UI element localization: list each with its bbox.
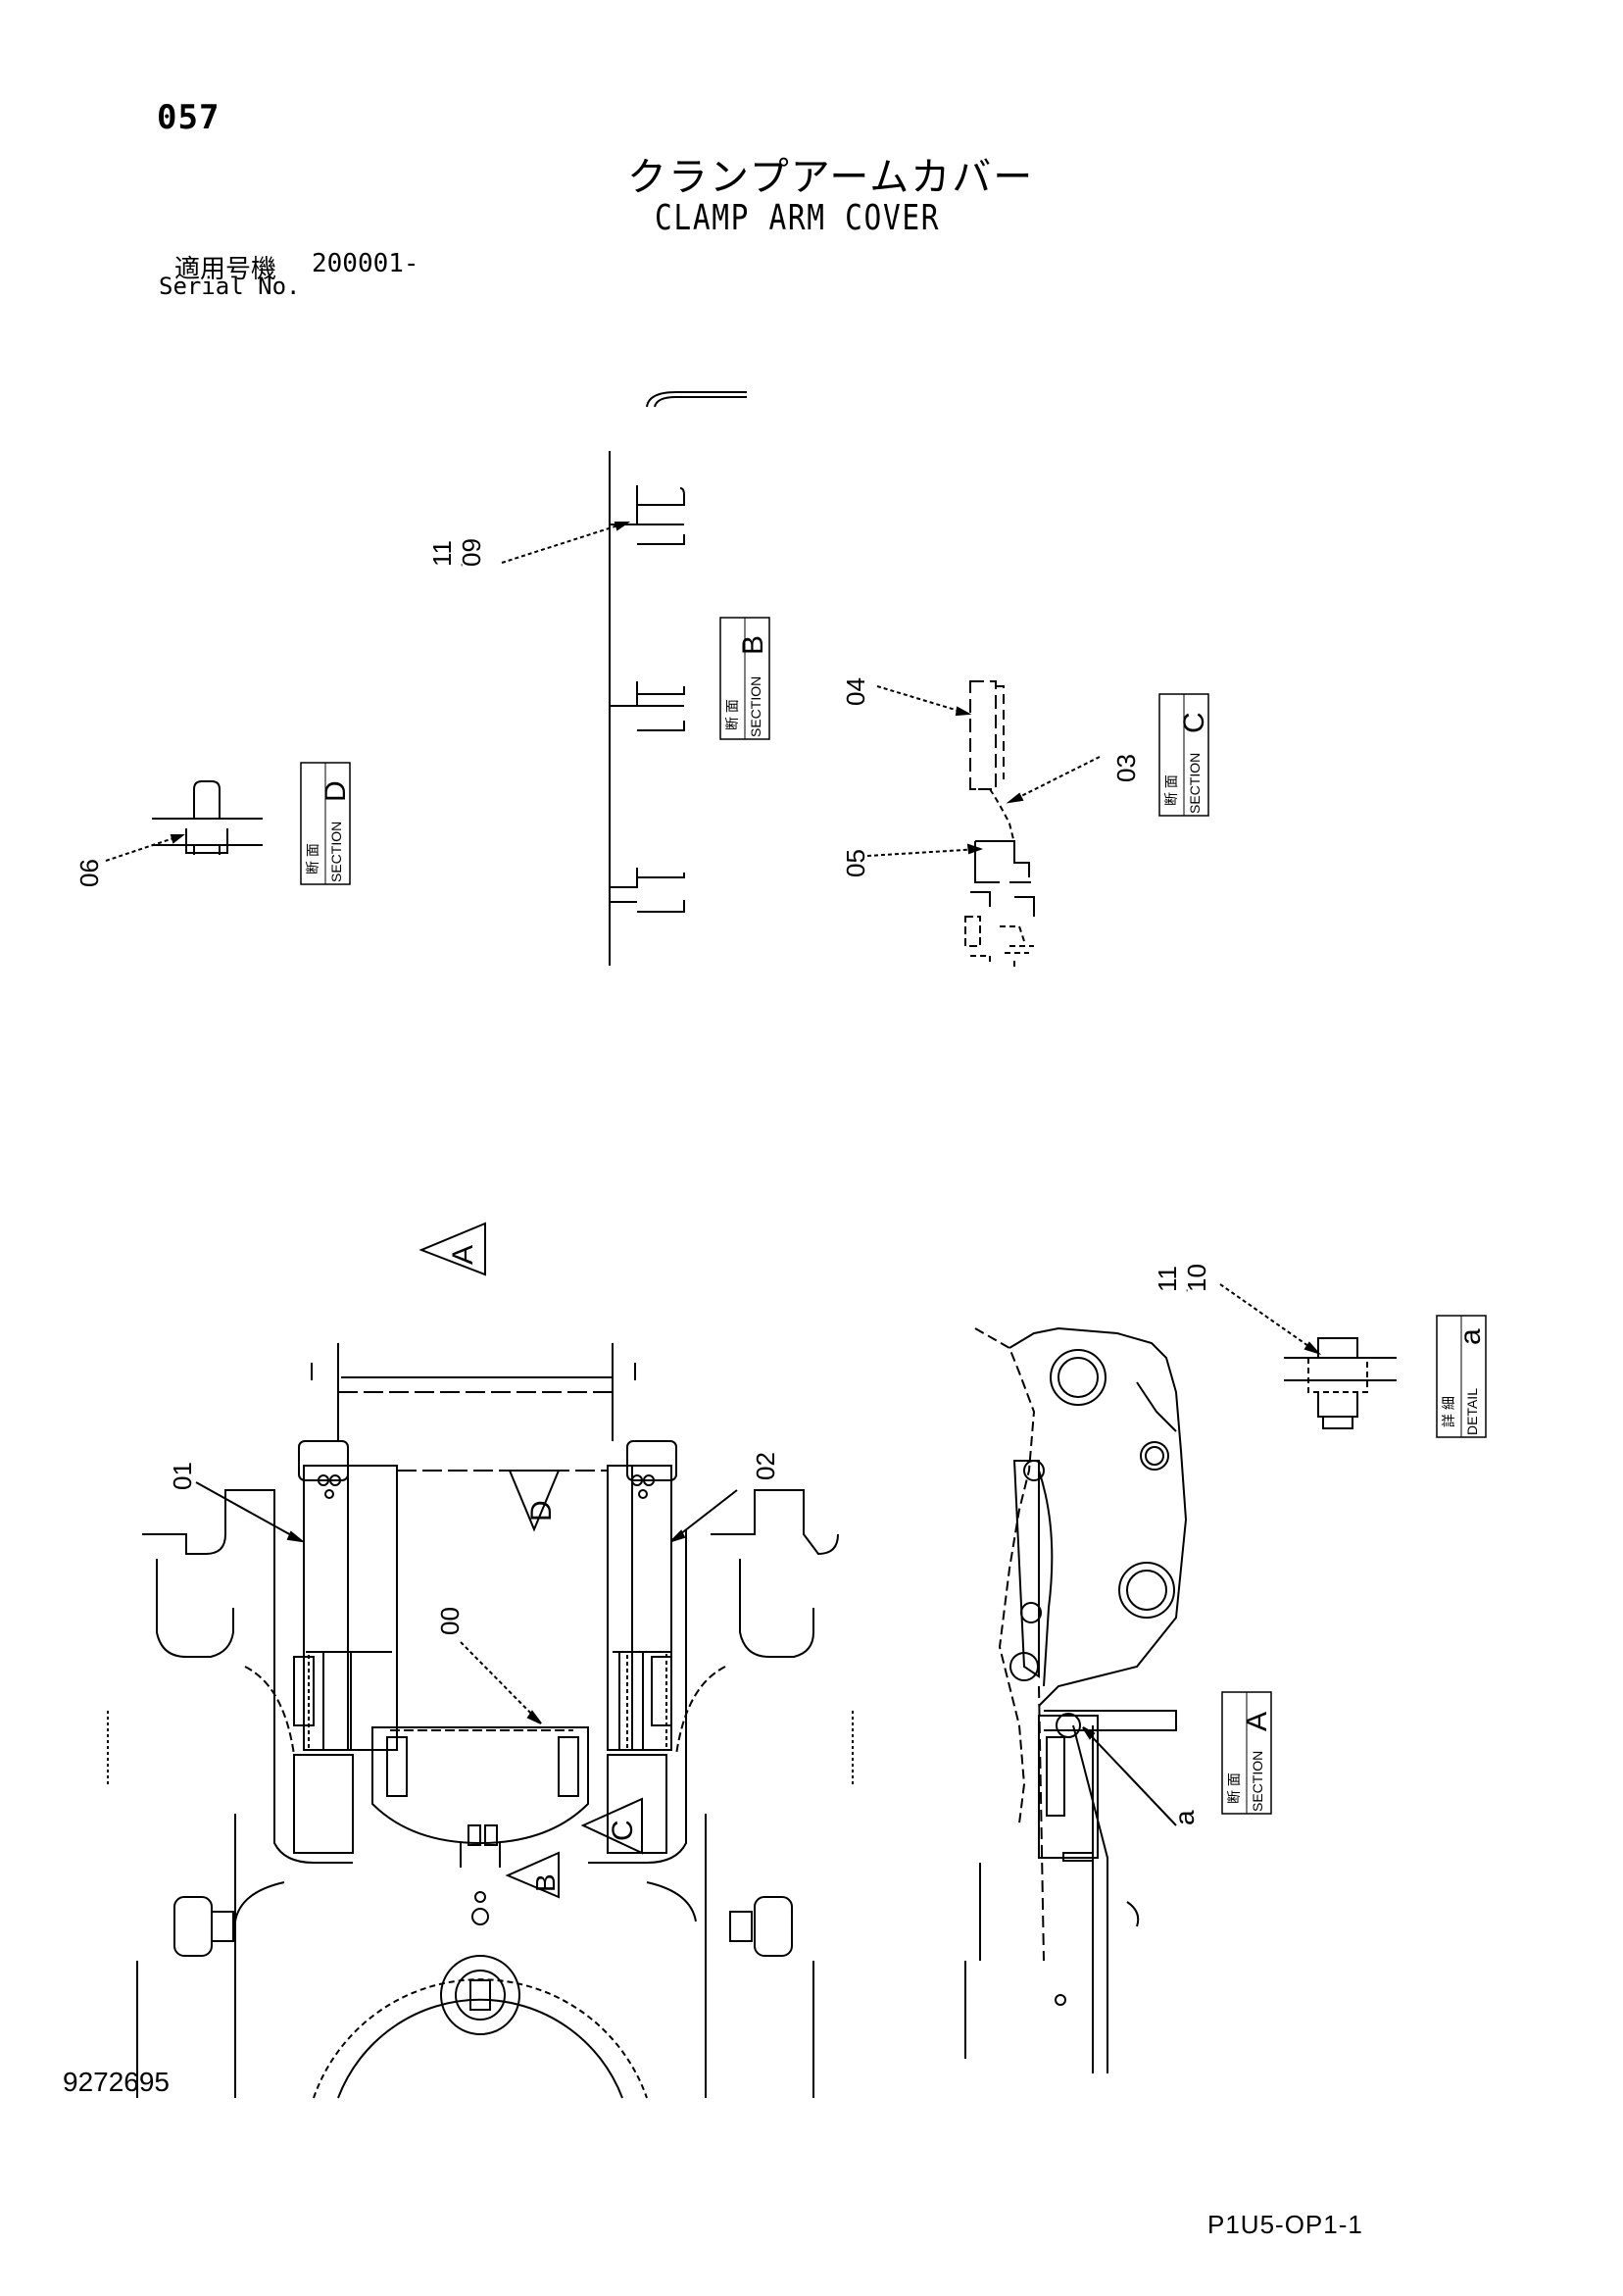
callout-01: 01: [168, 1462, 197, 1490]
section-b-en: SECTION: [748, 676, 763, 737]
section-d-letter: D: [320, 780, 352, 802]
leader-a: [1082, 1726, 1177, 1826]
leader-06: [105, 834, 185, 862]
leader-00: [460, 1641, 542, 1724]
document-number: 9272695: [63, 2067, 171, 2097]
section-a-en: SECTION: [1250, 1751, 1265, 1812]
section-b-jp: 断 面: [724, 699, 740, 730]
serial-label-english: Serial No.: [159, 273, 301, 300]
serial-value: 200001-: [312, 249, 419, 278]
section-d-jp: 断 面: [305, 843, 320, 874]
view-marker-a: A: [418, 1222, 486, 1276]
callout-00: 00: [435, 1607, 465, 1635]
callout-11: 11: [427, 540, 457, 567]
section-b-view: [609, 391, 747, 966]
view-marker-d-letter: D: [525, 1500, 558, 1522]
section-d-en: SECTION: [328, 822, 344, 882]
leader-04: [876, 685, 972, 717]
title-english: CLAMP ARM COVER: [655, 198, 941, 238]
section-c-view: [964, 680, 1035, 971]
leader-01: [195, 1481, 306, 1543]
callout-a: a: [1169, 1810, 1200, 1825]
page-code: P1U5-OP1-1: [1207, 2210, 1363, 2239]
view-marker-b-letter: B: [530, 1873, 561, 1892]
section-d-label: 断 面 SECTION D: [300, 762, 352, 885]
view-marker-c-letter: C: [607, 1820, 639, 1841]
section-b-label: 断 面 SECTION B: [719, 617, 770, 740]
detail-a-letter: a: [1454, 1328, 1487, 1345]
svg-text:-: -: [457, 564, 467, 567]
leader-11-10: [1219, 1283, 1322, 1356]
view-marker-b: B: [505, 1851, 561, 1899]
callout-11-b: 11: [1153, 1266, 1182, 1292]
section-a-letter: A: [1241, 1712, 1273, 1731]
serial-label-japanese: 適用号機: [174, 255, 277, 284]
callout-05: 05: [841, 849, 870, 877]
callout-03: 03: [1111, 754, 1141, 782]
title-japanese: クランプアームカバー: [627, 155, 1035, 200]
callout-06: 06: [74, 859, 104, 887]
section-c-letter: C: [1178, 712, 1210, 733]
view-marker-a-letter: A: [447, 1245, 479, 1265]
callout-04: 04: [841, 677, 870, 706]
view-marker-c: C: [580, 1797, 643, 1855]
section-b-letter: B: [737, 635, 769, 655]
detail-a-jp: 詳 細: [1441, 1396, 1456, 1427]
callout-02: 02: [751, 1452, 780, 1480]
leader-11-09: [501, 522, 631, 564]
callout-11-09: 11 - 09: [427, 538, 486, 567]
section-a-label: 断 面 SECTION A: [1221, 1691, 1273, 1815]
page-number: 057: [157, 98, 221, 137]
leader-03: [1006, 756, 1101, 804]
section-a-jp: 断 面: [1226, 1772, 1242, 1804]
leader-02: [670, 1489, 738, 1542]
section-c-jp: 断 面: [1163, 774, 1179, 806]
view-marker-d: D: [508, 1470, 561, 1532]
section-c-en: SECTION: [1187, 753, 1203, 814]
side-view: [964, 1326, 1188, 2073]
callout-11-10: 11 - 10: [1153, 1264, 1211, 1292]
section-d-view: [152, 780, 263, 855]
leader-05: [866, 843, 984, 857]
callout-09: 09: [457, 538, 486, 567]
plan-view: [107, 1343, 854, 2099]
section-c-label: 断 面 SECTION C: [1158, 693, 1210, 817]
svg-text:-: -: [1182, 1289, 1193, 1292]
detail-a-label: 詳 細 DETAIL a: [1436, 1315, 1487, 1438]
detail-a-view: [1284, 1337, 1397, 1429]
callout-10: 10: [1182, 1264, 1211, 1292]
detail-a-en: DETAIL: [1464, 1388, 1480, 1435]
